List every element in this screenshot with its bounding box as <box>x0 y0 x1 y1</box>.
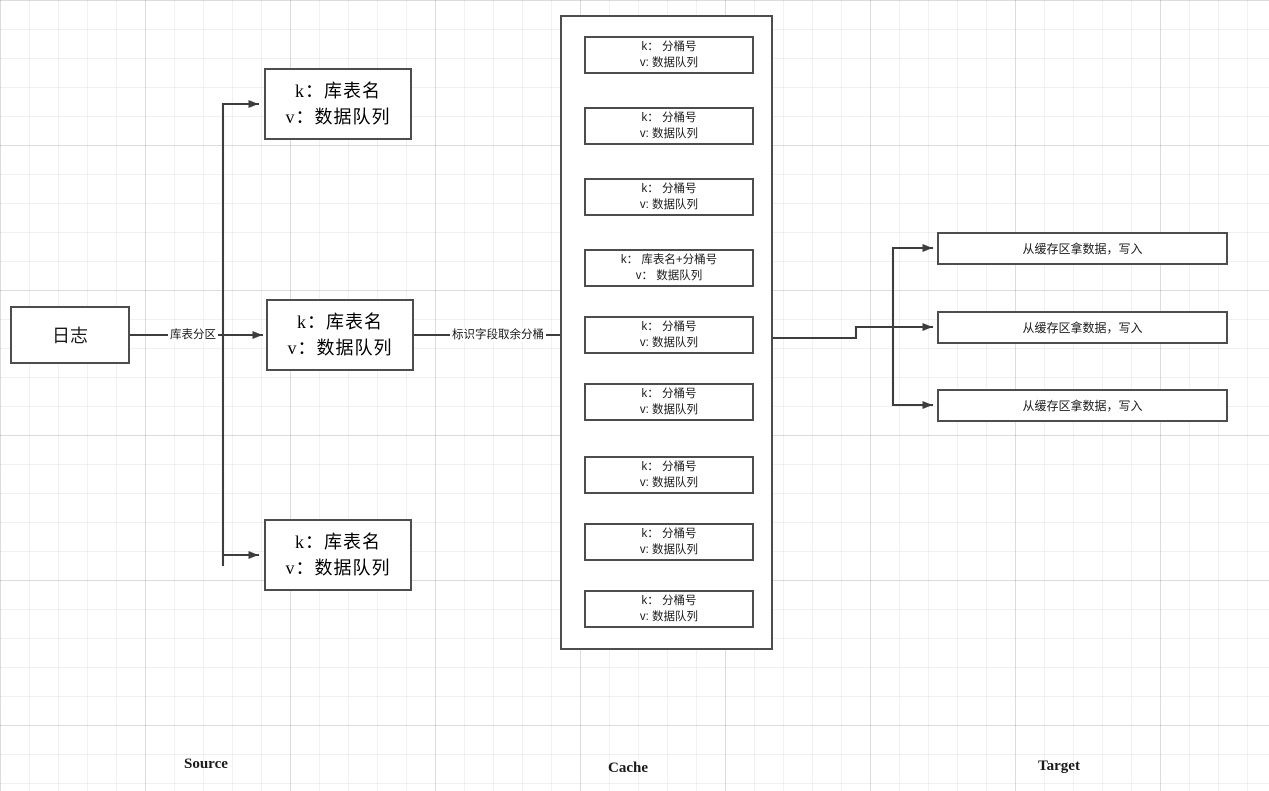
edge-label-partition: 库表分区 <box>168 328 218 342</box>
wire-cache-to-fanout <box>771 325 895 340</box>
cache-box-8-key: k： 分桶号 <box>641 528 697 540</box>
cache-box-5[interactable]: k： 分桶号 v: 数据队列 <box>584 316 754 354</box>
cache-box-5-value: v: 数据队列 <box>639 337 699 349</box>
target-box-3-label: 从缓存区拿数据，写入 <box>1022 399 1143 413</box>
source-log-node[interactable]: 日志 <box>10 306 130 364</box>
source-box-1[interactable]: k：库表名 v：数据队列 <box>264 68 412 140</box>
source-box-2-value: v：数据队列 <box>287 338 393 358</box>
cache-box-4[interactable]: k： 库表名+分桶号 v： 数据队列 <box>584 249 754 287</box>
cache-box-8-value: v: 数据队列 <box>639 544 699 556</box>
cache-box-2-key: k： 分桶号 <box>641 112 697 124</box>
source-box-3-value: v：数据队列 <box>285 558 391 578</box>
cache-box-1-value: v: 数据队列 <box>639 57 699 69</box>
cache-box-6-key: k： 分桶号 <box>641 388 697 400</box>
cache-box-5-key: k： 分桶号 <box>641 321 697 333</box>
source-box-3[interactable]: k：库表名 v：数据队列 <box>264 519 412 591</box>
edge-label-bucket: 标识字段取余分桶 <box>450 328 546 342</box>
source-box-1-key: k：库表名 <box>295 81 381 101</box>
cache-box-3-key: k： 分桶号 <box>641 183 697 195</box>
cache-box-1[interactable]: k： 分桶号 v: 数据队列 <box>584 36 754 74</box>
target-box-3[interactable]: 从缓存区拿数据，写入 <box>937 389 1228 422</box>
cache-box-2[interactable]: k： 分桶号 v: 数据队列 <box>584 107 754 145</box>
cache-box-7-key: k： 分桶号 <box>641 461 697 473</box>
cache-box-6[interactable]: k： 分桶号 v: 数据队列 <box>584 383 754 421</box>
source-log-label: 日志 <box>52 326 88 346</box>
cache-box-8[interactable]: k： 分桶号 v: 数据队列 <box>584 523 754 561</box>
cache-box-4-value: v： 数据队列 <box>635 270 703 282</box>
cache-box-9[interactable]: k： 分桶号 v: 数据队列 <box>584 590 754 628</box>
cache-box-2-value: v: 数据队列 <box>639 128 699 140</box>
source-box-1-value: v：数据队列 <box>285 107 391 127</box>
cache-box-1-key: k： 分桶号 <box>641 41 697 53</box>
source-box-2[interactable]: k：库表名 v：数据队列 <box>266 299 414 371</box>
source-box-3-key: k：库表名 <box>295 532 381 552</box>
column-label-target: Target <box>1038 758 1080 774</box>
cache-box-4-key: k： 库表名+分桶号 <box>620 254 718 266</box>
cache-box-6-value: v: 数据队列 <box>639 404 699 416</box>
cache-box-9-key: k： 分桶号 <box>641 595 697 607</box>
cache-box-7-value: v: 数据队列 <box>639 477 699 489</box>
cache-box-3-value: v: 数据队列 <box>639 199 699 211</box>
target-box-2[interactable]: 从缓存区拿数据，写入 <box>937 311 1228 344</box>
source-box-2-key: k：库表名 <box>297 312 383 332</box>
cache-box-7[interactable]: k： 分桶号 v: 数据队列 <box>584 456 754 494</box>
target-box-2-label: 从缓存区拿数据，写入 <box>1022 321 1143 335</box>
column-label-cache: Cache <box>608 760 648 776</box>
target-box-1-label: 从缓存区拿数据，写入 <box>1022 242 1143 256</box>
cache-box-9-value: v: 数据队列 <box>639 611 699 623</box>
target-box-1[interactable]: 从缓存区拿数据，写入 <box>937 232 1228 265</box>
cache-box-3[interactable]: k： 分桶号 v: 数据队列 <box>584 178 754 216</box>
column-label-source: Source <box>184 756 228 772</box>
